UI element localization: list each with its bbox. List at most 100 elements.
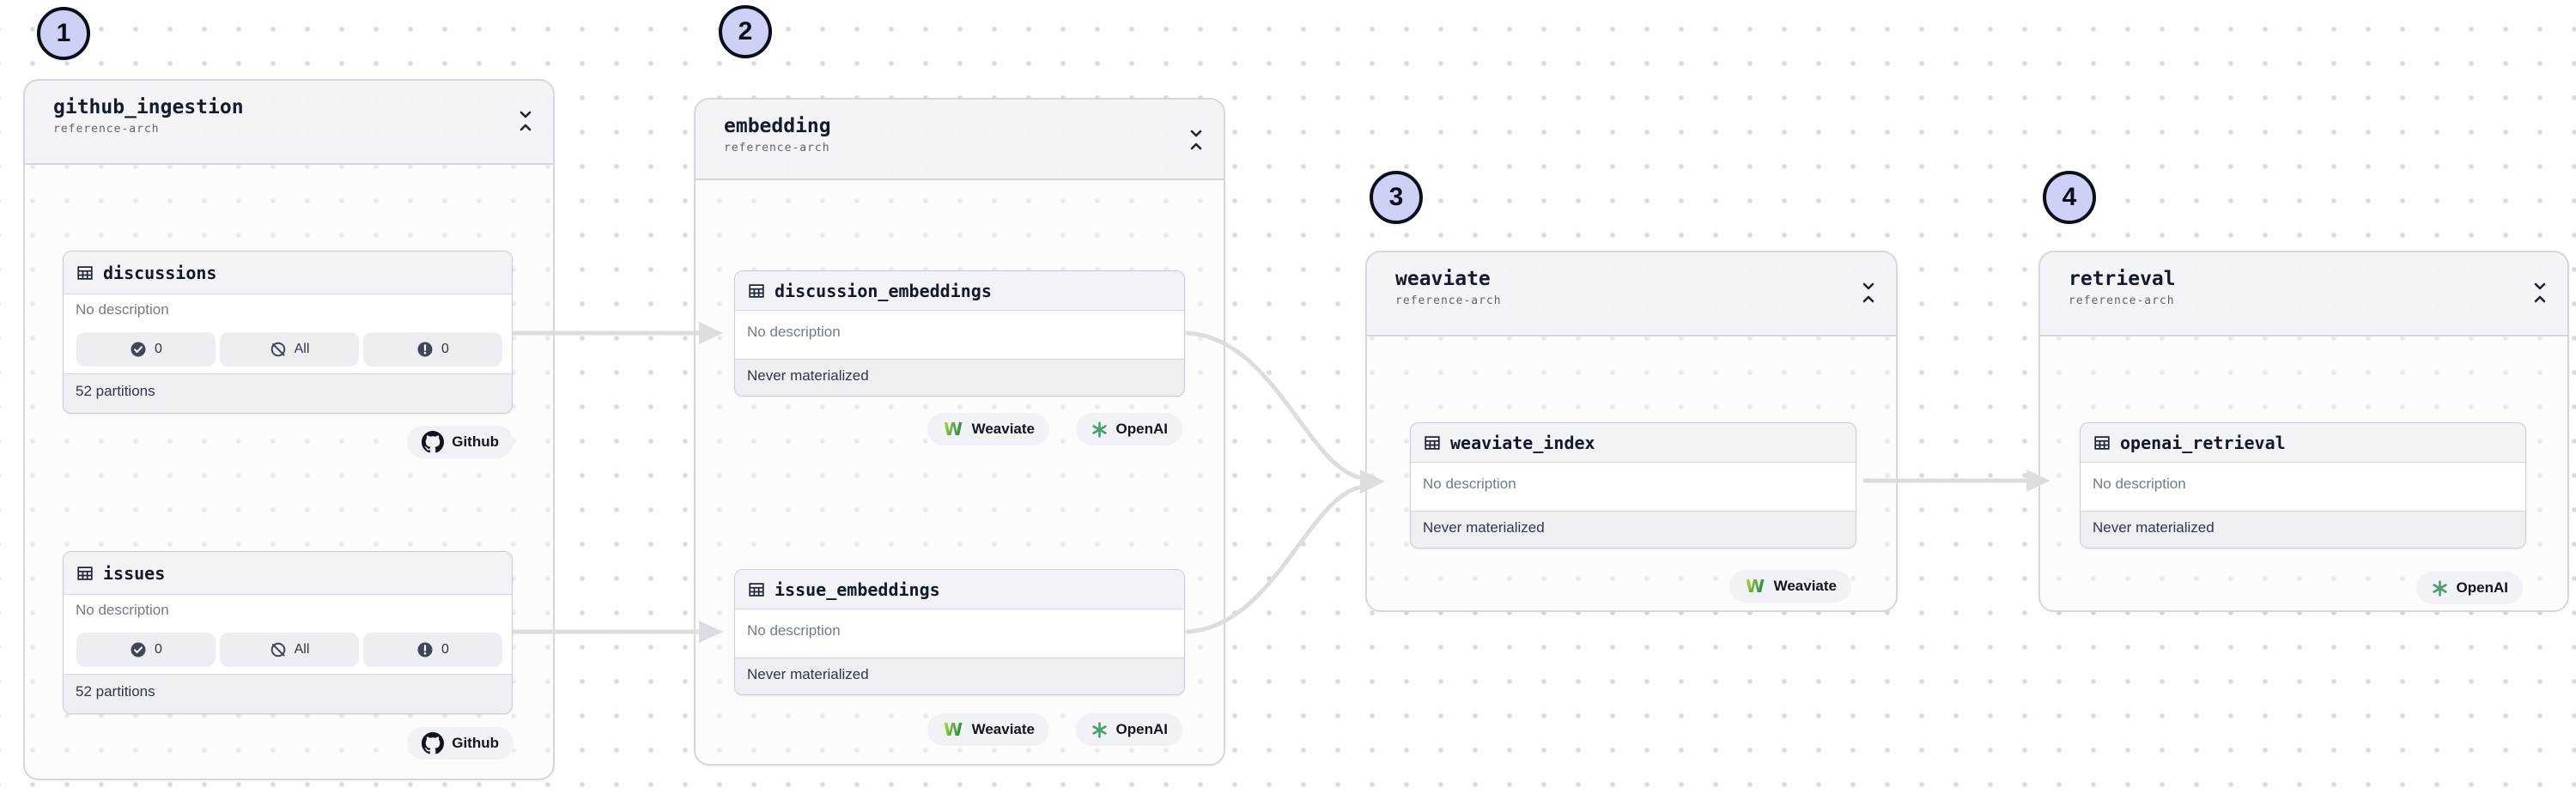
step-number: 2 — [738, 17, 753, 45]
tag-label: Github — [452, 735, 499, 751]
group-header[interactable]: weaviate reference-arch — [1367, 252, 1896, 336]
asset-description: No description — [747, 324, 841, 340]
table-icon — [747, 282, 766, 300]
tag-openai[interactable]: OpenAI — [1075, 413, 1182, 445]
tag-label: Github — [452, 433, 499, 450]
badge-label: 0 — [155, 642, 162, 657]
openai-icon — [1091, 721, 1109, 739]
failed-count-badge[interactable]: 0 — [363, 332, 502, 367]
materialized-count-badge[interactable]: 0 — [76, 633, 216, 667]
partitions-label: 52 partitions — [64, 674, 512, 713]
check-circle-icon — [130, 641, 147, 658]
badge-label: All — [294, 342, 310, 356]
materialized-count-badge[interactable]: 0 — [76, 332, 216, 367]
openai-icon — [1091, 421, 1109, 439]
table-icon — [76, 564, 94, 583]
group-subtitle: reference-arch — [724, 141, 830, 155]
asset-card-header: issue_embeddings — [735, 570, 1184, 609]
tag-label: Weaviate — [971, 421, 1035, 437]
asset-card-discussion-embeddings[interactable]: discussion_embeddings No description Nev… — [734, 270, 1185, 397]
group-header[interactable]: embedding reference-arch — [696, 100, 1224, 180]
badge-label: All — [294, 642, 310, 657]
asset-card-openai-retrieval[interactable]: openai_retrieval No description Never ma… — [2080, 422, 2526, 548]
group-header[interactable]: retrieval reference-arch — [2040, 252, 2567, 336]
group-panel-embedding: embedding reference-arch discussion_embe… — [694, 98, 1225, 766]
github-icon — [422, 732, 445, 754]
ban-circle-icon — [270, 341, 287, 358]
ban-circle-icon — [270, 641, 287, 658]
collapse-group-icon[interactable] — [519, 110, 532, 132]
group-title: embedding — [724, 115, 831, 137]
svg-text:W: W — [1746, 576, 1765, 597]
asset-name: discussions — [103, 262, 217, 283]
group-title: retrieval — [2069, 268, 2176, 290]
asset-card-header: openai_retrieval — [2081, 423, 2525, 463]
asset-status-badges: 0 All 0 — [64, 626, 512, 674]
asset-card-issues[interactable]: issues No description 0 All 0 52 partiti… — [63, 551, 513, 714]
tag-weaviate[interactable]: W Weaviate — [1728, 570, 1851, 603]
group-title: github_ingestion — [53, 96, 244, 118]
missing-partitions-badge[interactable]: All — [220, 332, 359, 367]
step-marker-2: 2 — [719, 5, 772, 58]
tag-label: OpenAI — [2456, 579, 2508, 596]
asset-name: issues — [103, 562, 166, 584]
tag-openai[interactable]: OpenAI — [2415, 572, 2523, 604]
exclamation-circle-icon — [416, 341, 434, 358]
badge-label: 0 — [441, 642, 449, 657]
asset-card-header: discussions — [64, 251, 512, 294]
asset-card-issue-embeddings[interactable]: issue_embeddings No description Never ma… — [734, 569, 1185, 695]
step-number: 4 — [2062, 183, 2077, 211]
tag-label: OpenAI — [1115, 421, 1168, 437]
group-subtitle: reference-arch — [53, 122, 160, 136]
tag-weaviate[interactable]: W Weaviate — [927, 413, 1049, 445]
step-marker-3: 3 — [1370, 171, 1423, 224]
asset-card-weaviate-index[interactable]: weaviate_index No description Never mate… — [1410, 422, 1856, 548]
collapse-group-icon[interactable] — [1862, 282, 1875, 304]
step-number: 1 — [56, 19, 71, 47]
asset-name: weaviate_index — [1450, 432, 1595, 453]
tag-label: Weaviate — [1773, 578, 1837, 594]
svg-text:W: W — [944, 719, 963, 740]
table-icon — [1423, 433, 1442, 452]
tag-label: Weaviate — [971, 721, 1035, 737]
openai-icon — [2431, 579, 2449, 597]
materialization-status: Never materialized — [735, 359, 1184, 396]
asset-description: No description — [1423, 476, 1516, 492]
asset-name: discussion_embeddings — [775, 280, 992, 301]
collapse-group-icon[interactable] — [2533, 282, 2547, 304]
materialization-status: Never materialized — [1411, 511, 1856, 548]
missing-partitions-badge[interactable]: All — [220, 633, 359, 667]
weaviate-icon: W — [942, 418, 964, 440]
group-header[interactable]: github_ingestion reference-arch — [25, 81, 553, 165]
tag-github[interactable]: Github — [407, 727, 513, 760]
tag-weaviate[interactable]: W Weaviate — [927, 713, 1049, 746]
asset-description: No description — [76, 602, 169, 618]
svg-text:W: W — [944, 419, 963, 439]
materialization-status: Never materialized — [735, 658, 1184, 694]
failed-count-badge[interactable]: 0 — [363, 633, 502, 667]
asset-card-header: discussion_embeddings — [735, 271, 1184, 311]
materialization-status: Never materialized — [2081, 511, 2525, 548]
weaviate-icon: W — [1744, 575, 1766, 597]
asset-card-header: issues — [64, 552, 512, 595]
asset-card-header: weaviate_index — [1411, 423, 1856, 463]
asset-description: No description — [76, 301, 169, 318]
exclamation-circle-icon — [416, 641, 434, 658]
step-marker-4: 4 — [2043, 171, 2096, 224]
badge-label: 0 — [155, 342, 162, 356]
asset-description: No description — [747, 622, 841, 639]
asset-name: openai_retrieval — [2120, 432, 2286, 453]
asset-status-badges: 0 All 0 — [64, 325, 512, 373]
asset-card-discussions[interactable]: discussions No description 0 All 0 52 pa… — [63, 251, 513, 414]
group-title: weaviate — [1395, 268, 1491, 290]
tag-github[interactable]: Github — [407, 426, 513, 458]
tag-label: OpenAI — [1115, 721, 1168, 737]
tag-openai[interactable]: OpenAI — [1075, 713, 1182, 746]
step-marker-1: 1 — [37, 7, 90, 60]
collapse-group-icon[interactable] — [1189, 129, 1203, 151]
github-icon — [422, 431, 445, 453]
check-circle-icon — [130, 341, 147, 358]
asset-name: issue_embeddings — [775, 579, 940, 600]
table-icon — [76, 264, 94, 282]
